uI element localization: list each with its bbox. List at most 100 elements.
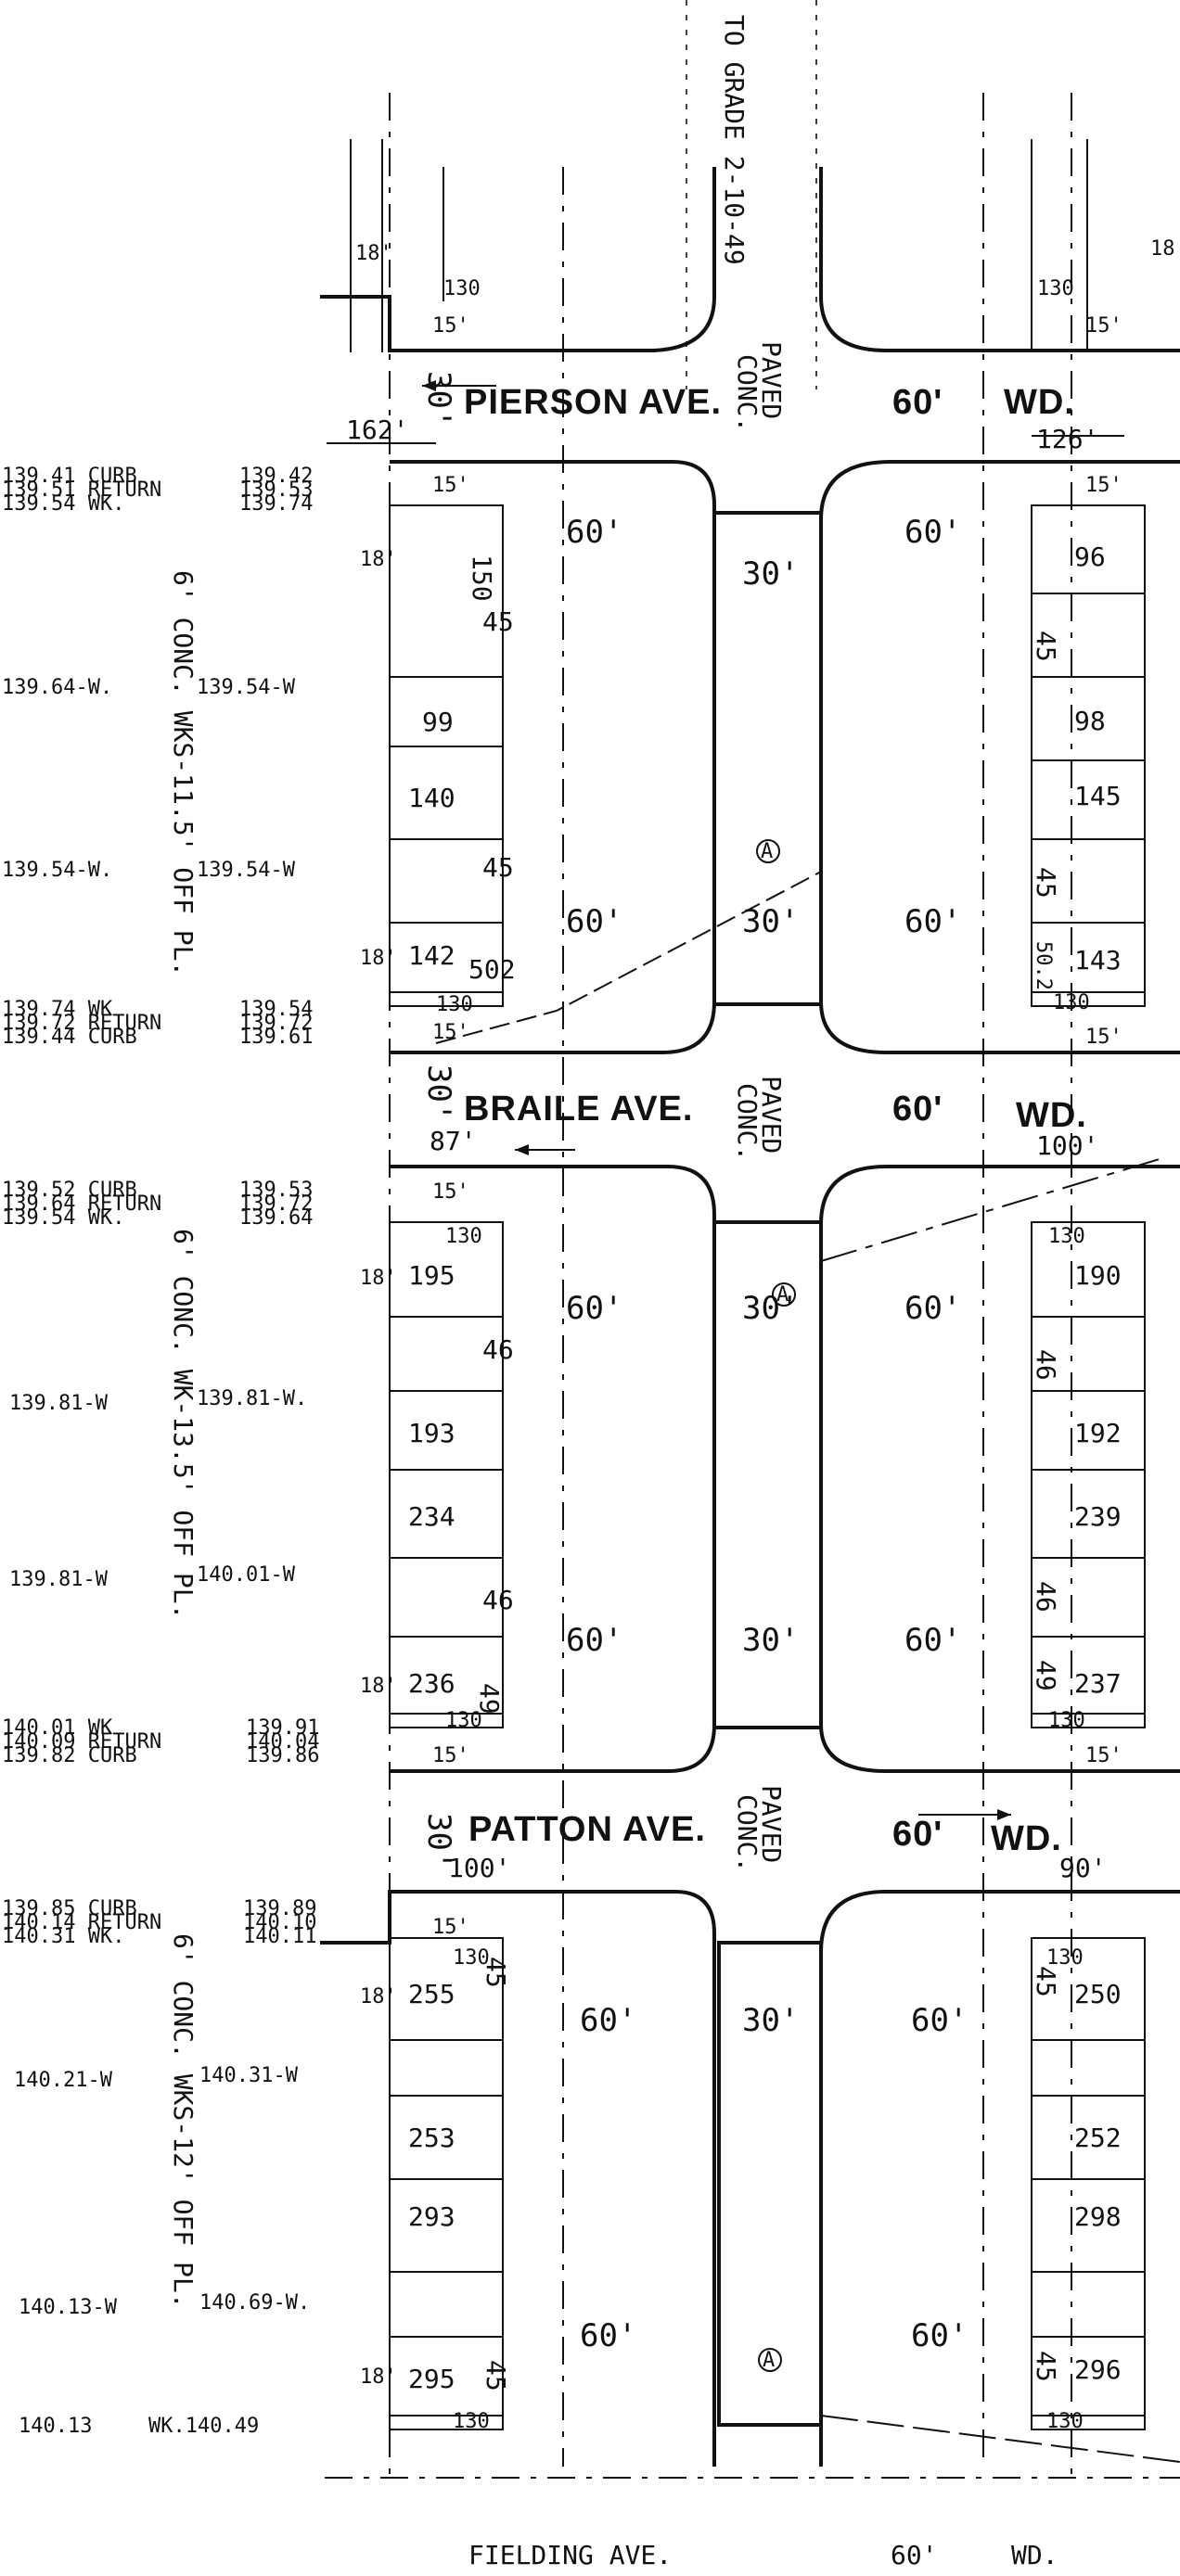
pierson-elevations: 139.41 CURB 139.51 RETURN 139.54 WK. 139…: [2, 465, 313, 516]
plan-label: 46: [482, 1334, 514, 1365]
plan-label: 139.74: [239, 492, 313, 516]
plan-label: 139.72: [239, 1192, 313, 1216]
plan-label: 30': [742, 2002, 799, 2039]
plan-label: 30': [742, 1290, 799, 1327]
patton-width: 60': [892, 1815, 943, 1854]
plan-label: 139.54 WK.: [2, 1206, 124, 1230]
plan-label: 139.81-W: [9, 1568, 109, 1591]
plan-label: 130: [453, 2410, 490, 2433]
plan-label: 46: [1031, 1581, 1061, 1613]
plan-label: 139.89: [243, 1897, 316, 1920]
plan-label: 50.2: [1032, 941, 1055, 990]
plan-label: 150: [467, 555, 497, 602]
plan-label: 49: [1031, 1660, 1061, 1691]
top-left-depth: 130: [443, 277, 481, 300]
plan-label: 60': [911, 2317, 968, 2354]
plan-label: 60': [904, 514, 961, 551]
plan-label: 502: [468, 954, 516, 985]
plan-label: 293: [408, 2201, 455, 2232]
braile-left-elevations: 139.52 CURB 139.64 RETURN 139.54 WK. 139…: [2, 1179, 313, 1230]
plan-label: 140.11: [243, 1925, 316, 1948]
patton-ave: 30' PATTON AVE. 60' WD. PAVED CONC. 100'…: [420, 1785, 1107, 1883]
plan-label: 139.52 CURB: [2, 1179, 137, 1202]
plan-label: 60': [904, 903, 961, 940]
plan-label: 142: [408, 940, 455, 971]
plan-label: 18': [360, 2366, 397, 2389]
plan-label: 18': [360, 548, 397, 571]
plan-label: 46: [482, 1585, 514, 1615]
plan-label: 130: [1046, 1946, 1084, 1970]
plan-label: 49: [474, 1683, 505, 1715]
plan-label: 60': [566, 1622, 622, 1659]
plan-label: 45: [482, 852, 514, 883]
plan-label: 15': [432, 474, 469, 497]
plan-label: 100': [1036, 1130, 1098, 1161]
plan-label: 145: [1074, 781, 1122, 811]
plan-label: 90': [1059, 1853, 1107, 1883]
pierson-conc: CONC.: [732, 354, 763, 432]
plan-label: 140.31-W: [199, 2064, 299, 2087]
plan-label: 18': [360, 1675, 397, 1698]
plan-label: 130: [1048, 1709, 1085, 1732]
patton-left-elevations: 139.85 CURB 140.14 RETURN 140.31 WK. 139…: [2, 1897, 316, 1948]
pierson-paved: PAVED: [756, 341, 787, 419]
pierson-name: PIERSON AVE.: [464, 383, 722, 422]
plan-label: 96: [1074, 542, 1106, 572]
plan-label: 139.64: [239, 1206, 313, 1230]
plan-label: 193: [408, 1418, 455, 1448]
plan-label: 130: [453, 1946, 490, 1970]
block-3: 255 45 253 293 295 45 130 130 18' 18' 15…: [14, 1890, 1180, 2467]
plan-label: 6' CONC. WK-13.5' OFF PL.: [168, 1229, 199, 1619]
plan-label: 140.13: [19, 2415, 92, 2438]
plan-label: 139.41 CURB: [2, 465, 137, 488]
plan-label: WK.140.49: [148, 2415, 259, 2438]
plan-label: 139.82 CURB: [2, 1744, 137, 1767]
plan-label: 190: [1074, 1260, 1122, 1291]
plan-label: 6' CONC. WKS-11.5' OFF PL.: [168, 570, 199, 976]
plan-label: 139.54-W.: [2, 859, 112, 882]
plan-label: 139.44 CURB: [2, 1026, 137, 1049]
plan-label: 139.85 CURB: [2, 1897, 137, 1920]
block-1: 150 45 99 140 45 142 502 130 18' 18' 15'…: [2, 460, 1180, 1054]
plan-label: 46: [1031, 1349, 1061, 1381]
plan-label: 139.53: [239, 1179, 313, 1202]
plan-label: 45: [1031, 631, 1061, 662]
plan-label: 140.69-W.: [199, 2291, 310, 2315]
top-left-front: 15': [432, 314, 469, 338]
plan-label: 140.14 RETURN: [2, 1911, 161, 1934]
plan-label: 15': [432, 1180, 469, 1204]
braile-ave: 30' BRAILE AVE. 60' WD. PAVED CONC. 87' …: [420, 1065, 1098, 1161]
plan-label: 192: [1074, 1418, 1122, 1448]
pierson-ave: 30' PIERSON AVE. 60' WD. PAVED CONC. 162…: [327, 341, 1124, 454]
plan-label: CONC.: [732, 1083, 763, 1161]
plan-label: 45: [482, 606, 514, 637]
plan-label: 140: [408, 783, 455, 813]
plan-label: 140.09 RETURN: [2, 1730, 161, 1753]
plan-label: 140.01-W: [197, 1563, 296, 1587]
plan-label: 139.53: [239, 478, 313, 502]
plan-label: 140.21-W: [14, 2069, 113, 2092]
plan-label: 140.31 WK.: [2, 1925, 124, 1948]
plan-label: 30': [742, 903, 799, 940]
plan-label: 296: [1074, 2354, 1122, 2385]
plan-label: 139.86: [246, 1744, 319, 1767]
plan-label: 236: [408, 1668, 455, 1699]
plan-label: 100': [448, 1853, 510, 1883]
fielding-width: 60': [891, 2540, 938, 2570]
plan-label: 60': [580, 2002, 636, 2039]
braile-width: 60': [892, 1090, 943, 1129]
plan-label: 130: [445, 1225, 482, 1248]
plan-label: 15': [1085, 1026, 1122, 1049]
plan-label: 18': [360, 1267, 397, 1290]
plan-label: 139.64-W.: [2, 676, 112, 699]
top-right-front: 15': [1085, 314, 1122, 338]
plan-label: 130: [436, 993, 473, 1016]
plan-label: A: [761, 840, 773, 863]
plan-label: 15': [432, 1021, 469, 1044]
plan-label: 253: [408, 2123, 455, 2153]
plan-label: 140.10: [243, 1911, 316, 1934]
plan-label: A: [763, 2349, 775, 2372]
plan-label: 139.81-W.: [197, 1387, 307, 1410]
plan-label: 30': [420, 1065, 457, 1121]
